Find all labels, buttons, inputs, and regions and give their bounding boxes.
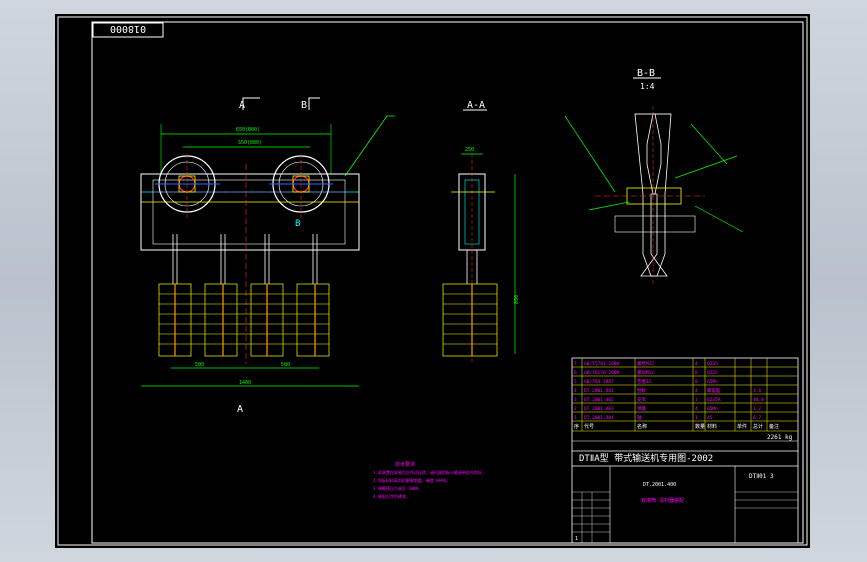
bom-cell: 6.7: [753, 415, 761, 421]
bom-cell: 8: [695, 370, 698, 376]
bom-cell: 聚氨酯: [707, 387, 721, 394]
bom-cell: Q235: [707, 370, 718, 376]
drawing-sheet: 018000 A B 650(B00) S50(800): [57, 16, 808, 546]
section-bb-scale: 1:4: [640, 82, 655, 91]
drawing-number-box: [92, 22, 164, 38]
bom-cell: DT.2001.404: [584, 415, 614, 421]
tech-note-line: 2.刮板材料采用耐磨聚氨酯，硬度 HA90。: [373, 477, 450, 483]
bom-cell: GB/T6170-2000: [584, 370, 620, 376]
inner-border: [91, 21, 804, 544]
bom-header-cell: 材料: [707, 423, 717, 430]
cad-drawing-canvas[interactable]: 018000 A B 650(B00) S50(800): [55, 14, 810, 548]
tech-note-line: 1.本装置在安装后应作试运转，清扫器刮板与输送带贴合良好。: [373, 469, 486, 475]
section-a-bottom-label: A: [237, 404, 243, 415]
bom-header-cell: 总计: [753, 423, 763, 430]
bom-cell: DT.2001.403: [584, 406, 614, 412]
bom-cell: 垫圈12: [637, 378, 652, 385]
bom-cell: 4: [695, 361, 698, 367]
bom-cell: DT.2001.401: [584, 388, 614, 394]
tech-note-line: 4.装配后涂防锈漆。: [373, 493, 410, 499]
dim-top-inner: S50(800): [238, 140, 262, 146]
assembly-name: 双滚筒 清扫器装配: [641, 497, 684, 504]
outer-border: [57, 16, 808, 546]
dim-side-height: 850: [514, 295, 520, 304]
bom-cell: 4: [574, 388, 577, 394]
tech-note-line: 3.弹簧预压力调至 300N。: [373, 485, 422, 491]
bom-header-cell: 单件: [737, 423, 747, 430]
bom-cell: Q235: [707, 361, 718, 367]
bom-cell: 3.6: [753, 388, 761, 394]
tech-notes-heading: 技术要求: [395, 461, 415, 468]
bom-cell: Q235A: [707, 397, 721, 403]
bom-cell: 1: [695, 397, 698, 403]
side-view-aa: A-A 250 850: [442, 100, 520, 364]
dim-bottom-left: 500: [195, 362, 204, 368]
front-view: A B 650(B00) S50(800) B: [140, 97, 395, 415]
sheet-weight: 2261 kg: [767, 434, 793, 441]
section-b-top-label: B: [301, 100, 307, 111]
dim-top-overall: 650(B00): [236, 127, 260, 133]
section-bb-label: B-B: [637, 68, 655, 79]
dim-bottom-right: 500: [281, 362, 290, 368]
bom-cell: 螺栓M12: [637, 360, 654, 367]
bom-header-cell: 代号: [584, 423, 594, 430]
bom-header-cell: 数量: [695, 423, 705, 430]
bom-cell: 8: [695, 379, 698, 385]
bom-cell: 2: [574, 406, 577, 412]
sub-code: DT.2001.400: [643, 482, 676, 488]
bom-cell: 轴: [637, 414, 642, 421]
sheet-title: DTⅡA型 带式输送机专用图-2002: [579, 452, 713, 464]
section-a-top-label: A: [239, 100, 245, 111]
bom-cell: 1: [574, 415, 577, 421]
bom-cell: 65Mn: [707, 379, 718, 385]
bom-cell: 6: [574, 370, 577, 376]
bom-cell: 1: [695, 415, 698, 421]
bom-cell: 40.8: [753, 397, 764, 403]
dim-side-top: 250: [465, 147, 474, 153]
bom-cell: 7: [574, 361, 577, 367]
bom-cell: 螺母M12: [637, 369, 654, 376]
section-aa-label: A-A: [467, 100, 485, 111]
technical-notes: 技术要求 1.本装置在安装后应作试运转，清扫器刮板与输送带贴合良好。 2.刮板材…: [373, 461, 486, 499]
bom-cell: 1.2: [753, 406, 761, 412]
bom-cell: GB/T93-1987: [584, 379, 614, 385]
bom-cell: 3: [574, 397, 577, 403]
bom-cell: GB/T5783-2000: [584, 361, 620, 367]
bom-cell: 4: [695, 388, 698, 394]
block-left-note: 1: [575, 536, 578, 542]
bom-cell: 65Mn: [707, 406, 718, 412]
bom-header-cell: 名称: [637, 423, 647, 430]
bom-cell: 刮板: [637, 387, 646, 394]
dim-bottom-total: 1400: [239, 380, 251, 386]
bom-cell: DT.2001.402: [584, 397, 614, 403]
bom-header-cell: 备注: [769, 423, 779, 430]
bom-cell: 4: [695, 406, 698, 412]
bom-cell: 支架: [637, 396, 646, 403]
detail-view-bb: B-B 1:4: [564, 68, 744, 284]
section-b-mid-label: B: [295, 219, 300, 229]
drawing-code: DTⅡ01 3: [749, 473, 774, 480]
bom-cell: 45: [707, 415, 713, 421]
bom-cell: 弹簧: [637, 405, 646, 412]
bom-header-cell: 序: [574, 423, 579, 430]
drawing-number-flipped: 018000: [110, 23, 146, 34]
bom-cell: 5: [574, 379, 577, 385]
